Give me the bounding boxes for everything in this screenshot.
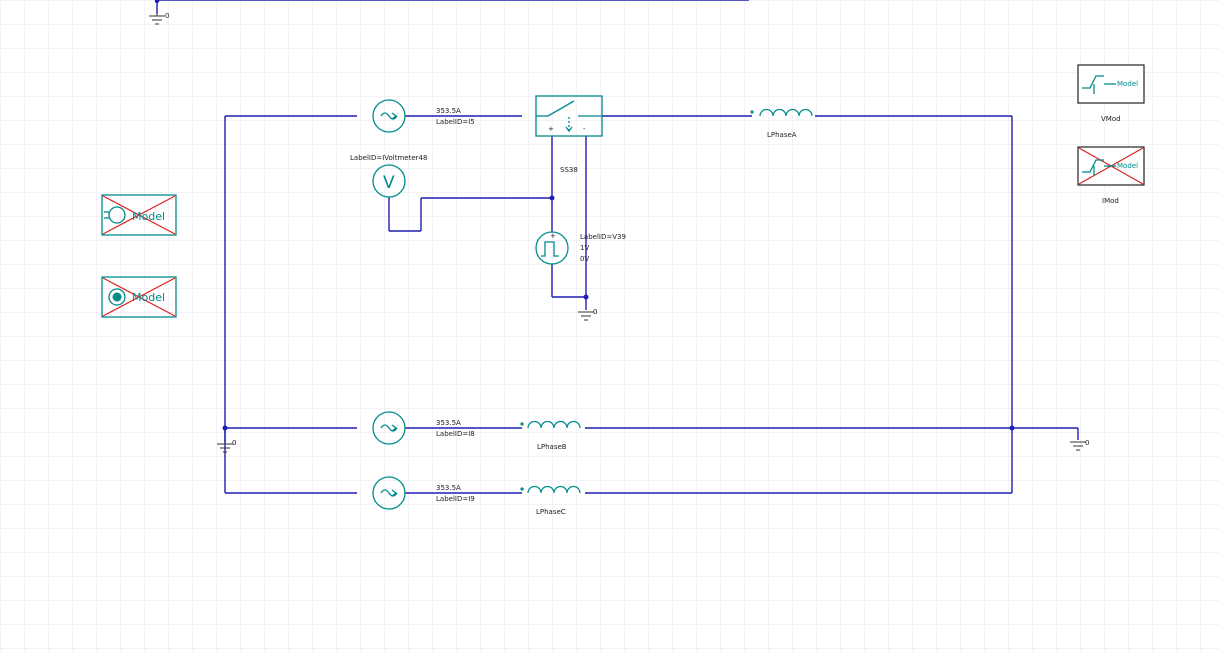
switch-minus: -	[583, 125, 586, 133]
source-i5-value: 353.5A	[436, 107, 461, 115]
ground-top-label: 0	[165, 12, 169, 20]
source-i5-label: LabelID=I5	[436, 118, 475, 126]
model-block-left-2[interactable]: Model	[101, 276, 177, 318]
current-source-i8[interactable]: 353.5A LabelID=I8	[372, 411, 475, 445]
current-source-i5[interactable]: 353.5A LabelID=I5	[372, 99, 475, 133]
inductor-lphaseb[interactable]: LPhaseB	[520, 420, 581, 452]
ground-switch: 0	[578, 308, 597, 321]
junction-nodes	[222, 195, 1015, 431]
switch-plus: +	[548, 125, 554, 133]
inductor-lphasea[interactable]: LPhaseA	[750, 108, 813, 139]
inductor-c-name: LPhaseC	[536, 508, 566, 516]
top-partial-wire	[154, 0, 749, 14]
ground-top: 0	[149, 12, 169, 25]
ground-switch-label: 0	[593, 308, 597, 316]
model-block-vmod[interactable]: Model VMod	[1077, 64, 1145, 123]
voltmeter-ivoltmeter48[interactable]: V LabelID=IVoltmeter48	[350, 154, 427, 198]
switch-name: SS38	[560, 166, 578, 174]
voltmeter-label: LabelID=IVoltmeter48	[350, 154, 427, 162]
ground-right: 0	[1070, 439, 1089, 451]
model-left-1-text: Model	[132, 210, 165, 223]
model-imod-text: Model	[1117, 162, 1138, 170]
pulse-source-v39[interactable]: + LabelID=V39 1V 0V	[535, 231, 626, 265]
model-left-2-text: Model	[132, 291, 165, 304]
inductor-a-name: LPhaseA	[767, 131, 797, 139]
pulse-low: 0V	[580, 255, 589, 263]
model-vmod-caption: VMod	[1101, 115, 1121, 123]
ground-left-label: 0	[232, 439, 236, 447]
pulse-label: LabelID=V39	[580, 233, 626, 241]
source-i9-value: 353.5A	[436, 484, 461, 492]
model-block-left-1[interactable]: Model	[101, 194, 177, 236]
switch-ss38[interactable]: + - SS38	[535, 95, 603, 174]
source-i9-label: LabelID=I9	[436, 495, 475, 503]
ground-right-label: 0	[1085, 439, 1089, 447]
pulse-high: 1V	[580, 244, 589, 252]
inductor-b-name: LPhaseB	[537, 443, 567, 451]
voltmeter-symbol: V	[383, 173, 395, 193]
current-source-i9[interactable]: 353.5A LabelID=I9	[372, 476, 475, 510]
model-block-imod[interactable]: Model IMod	[1077, 146, 1145, 205]
source-i8-value: 353.5A	[436, 419, 461, 427]
ground-left: 0	[217, 439, 236, 453]
pulse-plus: +	[550, 232, 556, 240]
model-vmod-text: Model	[1117, 80, 1138, 88]
source-i8-label: LabelID=I8	[436, 430, 475, 438]
inductor-lphasec[interactable]: LPhaseC	[520, 485, 581, 517]
model-imod-caption: IMod	[1102, 197, 1119, 205]
